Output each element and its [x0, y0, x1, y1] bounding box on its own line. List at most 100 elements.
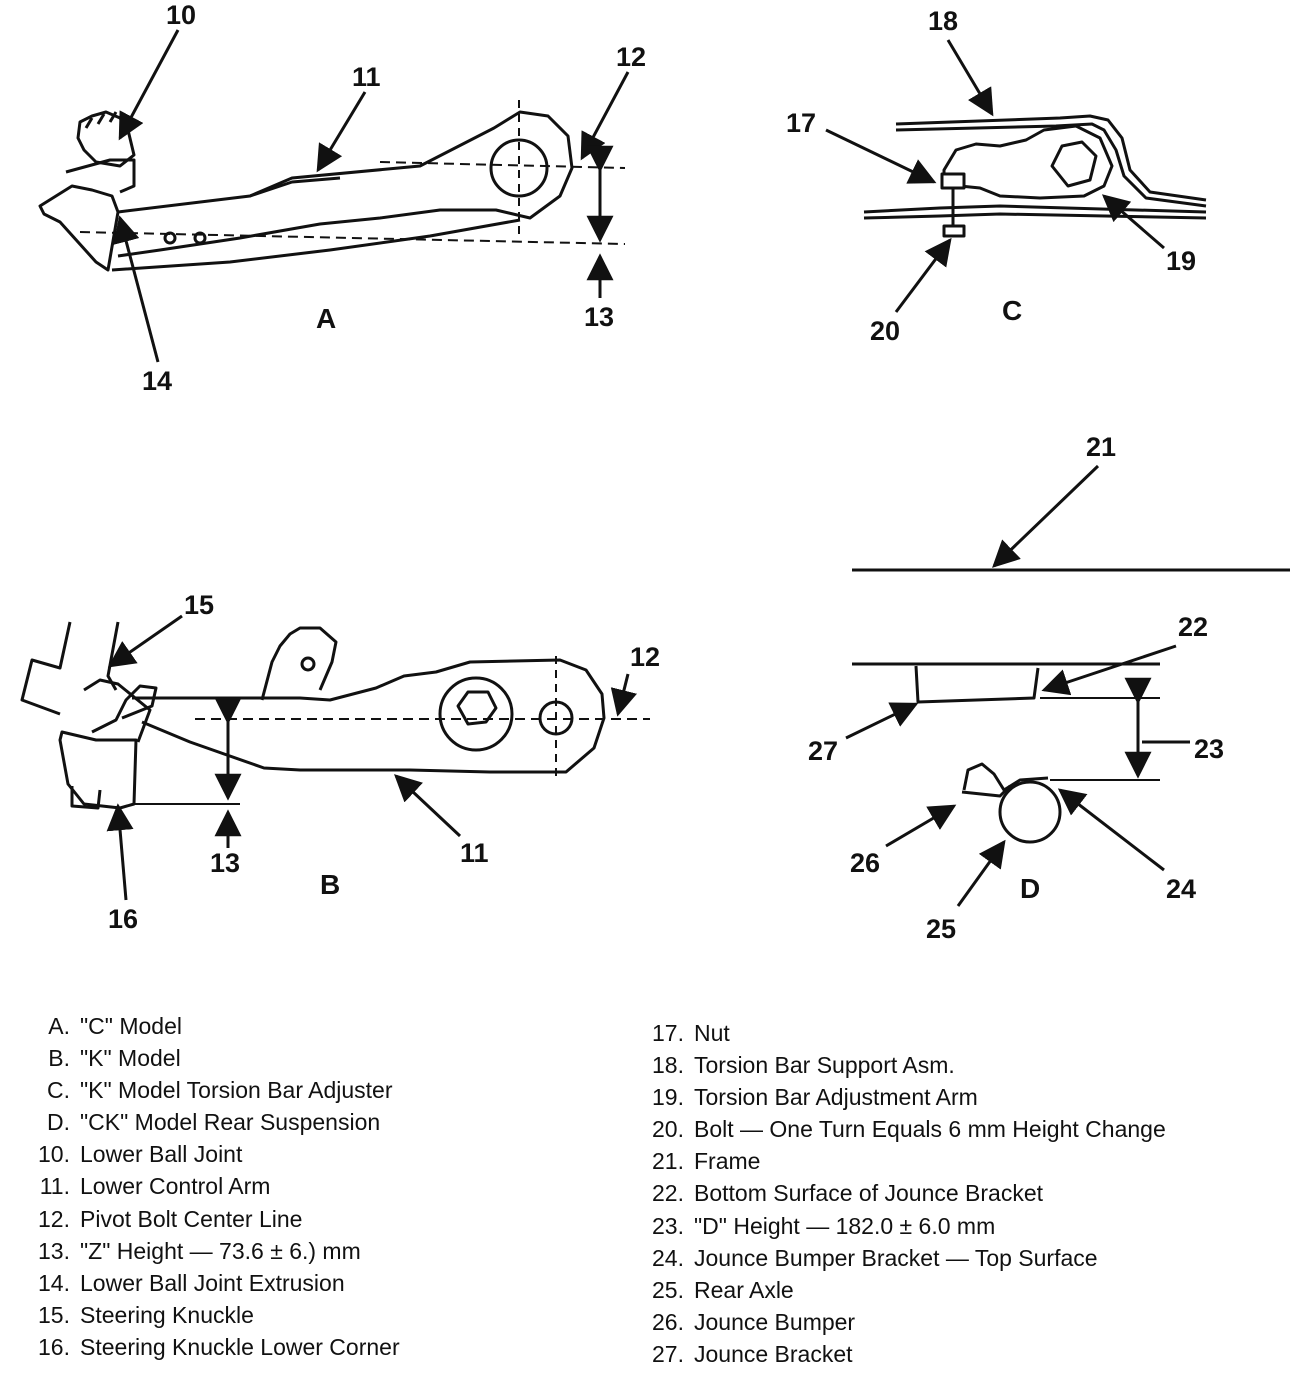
- callout-14: 14: [142, 366, 172, 396]
- callout-12-a: 12: [616, 42, 646, 72]
- legend-key: C.: [47, 1077, 70, 1104]
- legend-item: 25. Rear Axle: [630, 1274, 1166, 1306]
- legend-key: 26.: [652, 1308, 684, 1335]
- legend-item: 18. Torsion Bar Support Asm.: [630, 1049, 1166, 1081]
- legend-text: Steering Knuckle Lower Corner: [80, 1333, 400, 1360]
- callout-11-a: 11: [352, 62, 381, 92]
- legend-item: 21. Frame: [630, 1145, 1166, 1177]
- legend-text: Bottom Surface of Jounce Bracket: [694, 1180, 1044, 1207]
- callout-24: 24: [1166, 874, 1196, 904]
- legend-key: 21.: [652, 1148, 684, 1175]
- legend-right-column: 17. Nut 18. Torsion Bar Support Asm. 19. To…: [630, 1017, 1166, 1370]
- callout-23: 23: [1194, 734, 1224, 764]
- legend-key: 11.: [39, 1173, 70, 1200]
- panel-a-leaders: [113, 29, 630, 363]
- callout-17: 17: [786, 108, 816, 138]
- legend-text: "CK" Model Rear Suspension: [80, 1109, 381, 1136]
- legend-item: 13. "Z" Height — 73.6 ± 6.) mm: [18, 1235, 400, 1267]
- panel-a-reference-lines: [79, 100, 626, 245]
- callout-19: 19: [1166, 246, 1196, 276]
- panel-label-c: C: [1002, 295, 1022, 326]
- legend-text: "K" Model: [80, 1045, 181, 1072]
- legend-item: 12. Pivot Bolt Center Line: [18, 1203, 400, 1235]
- legend-key: A.: [48, 1013, 70, 1039]
- legend-item: 20. Bolt — One Turn Equals 6 mm Height Ch…: [630, 1113, 1166, 1145]
- legend-text: Lower Control Arm: [80, 1173, 271, 1200]
- callout-26: 26: [850, 848, 880, 878]
- legend-item: 23. "D" Height — 182.0 ± 6.0 mm: [630, 1210, 1166, 1242]
- callout-25: 25: [926, 914, 956, 944]
- legend-text: Torsion Bar Support Asm.: [694, 1052, 955, 1079]
- legend-item: A. "C" Model: [18, 1010, 400, 1042]
- legend-text: Lower Ball Joint Extrusion: [80, 1269, 345, 1296]
- legend-item: 11. Lower Control Arm: [18, 1170, 400, 1202]
- callout-21: 21: [1086, 432, 1116, 462]
- panel-b-reference-lines: [134, 656, 650, 805]
- legend-key: 27.: [652, 1340, 684, 1367]
- legend-text: Pivot Bolt Center Line: [80, 1205, 303, 1232]
- legend-text: Frame: [694, 1148, 761, 1175]
- panel-d-drawing: [852, 568, 1290, 844]
- callout-18: 18: [928, 6, 958, 36]
- legend-text: Nut: [694, 1020, 730, 1046]
- legend-item: 16. Steering Knuckle Lower Corner: [18, 1331, 400, 1363]
- callout-15: 15: [184, 590, 214, 620]
- panel-d-reference-lines: [1040, 697, 1160, 781]
- panel-label-b: B: [320, 869, 340, 900]
- legend-item: 10.Lower Ball Joint: [18, 1138, 400, 1170]
- legend-key: B.: [48, 1045, 70, 1072]
- legend-key: 20.: [652, 1116, 684, 1143]
- panel-c-leaders: [825, 39, 1165, 313]
- legend-text: "D" Height — 182.0 ± 6.0 mm: [694, 1212, 996, 1239]
- panel-b-drawing: [20, 621, 606, 810]
- legend-key: 17.: [652, 1020, 684, 1046]
- legend-text: "Z" Height — 73.6 ± 6.) mm: [80, 1237, 361, 1264]
- legend-item: C. "K" Model Torsion Bar Adjuster: [18, 1074, 400, 1106]
- legend-key: 12.: [38, 1205, 70, 1232]
- panel-label-d: D: [1020, 873, 1040, 904]
- legend-text: Jounce Bumper Bracket — Top Surface: [694, 1244, 1098, 1271]
- legend-item: 22. Bottom Surface of Jounce Bracket: [630, 1177, 1166, 1209]
- panel-c-drawing: [863, 114, 1207, 238]
- legend-item: D. "CK" Model Rear Suspension: [18, 1106, 400, 1138]
- legend-text: "C" Model: [80, 1013, 182, 1039]
- legend-key: 24.: [652, 1244, 684, 1271]
- legend-key: D.: [47, 1109, 70, 1136]
- callout-10: 10: [166, 0, 196, 30]
- legend-item: 19. Torsion Bar Adjustment Arm: [630, 1081, 1166, 1113]
- legend-key: 19.: [652, 1084, 684, 1111]
- legend-key: 13.: [38, 1237, 70, 1264]
- legend-item: B. "K" Model: [18, 1042, 400, 1074]
- legend-text: Bolt — One Turn Equals 6 mm Height Chang…: [694, 1116, 1166, 1143]
- panel-label-a: A: [316, 303, 336, 334]
- callout-27: 27: [808, 736, 838, 766]
- legend-item: 26. Jounce Bumper: [630, 1306, 1166, 1338]
- callout-12-b: 12: [630, 642, 660, 672]
- legend-key: 18.: [652, 1052, 684, 1079]
- legend-key: 10.: [38, 1141, 70, 1168]
- panel-d-leaders: [845, 464, 1190, 907]
- legend-key: 23.: [652, 1212, 684, 1239]
- callout-13-b: 13: [210, 848, 240, 878]
- legend-text: Jounce Bumper: [694, 1308, 856, 1335]
- callout-13-a: 13: [584, 302, 614, 332]
- legend-key: 16.: [38, 1333, 70, 1360]
- panel-b-leaders: [106, 614, 637, 901]
- legend-item: 24. Jounce Bumper Bracket — Top Surface: [630, 1242, 1166, 1274]
- legend-item: 14. Lower Ball Joint Extrusion: [18, 1267, 400, 1299]
- legend-text: Steering Knuckle: [80, 1301, 254, 1328]
- legend-text: Torsion Bar Adjustment Arm: [694, 1084, 978, 1111]
- suspension-diagram: 10 11 12 13 14 A 15 12 13 11 16 B: [20, 0, 1290, 944]
- legend-left-column: A. "C" Model B. "K" Model C. "K" Model Tors…: [18, 1010, 400, 1363]
- legend-item: 15. Steering Knuckle: [18, 1299, 400, 1331]
- legend-item: 17. Nut: [630, 1017, 1166, 1049]
- legend-key: 25.: [652, 1276, 684, 1303]
- legend-key: 14.: [38, 1269, 70, 1296]
- legend-key: 22.: [652, 1180, 684, 1207]
- legend-text: Jounce Bracket: [694, 1340, 853, 1367]
- callout-16: 16: [108, 904, 138, 934]
- legend-text: "K" Model Torsion Bar Adjuster: [80, 1077, 393, 1104]
- legend-item: 27. Jounce Bracket: [630, 1338, 1166, 1370]
- legend-text: Rear Axle: [694, 1276, 794, 1303]
- legend-key: 15.: [38, 1301, 70, 1328]
